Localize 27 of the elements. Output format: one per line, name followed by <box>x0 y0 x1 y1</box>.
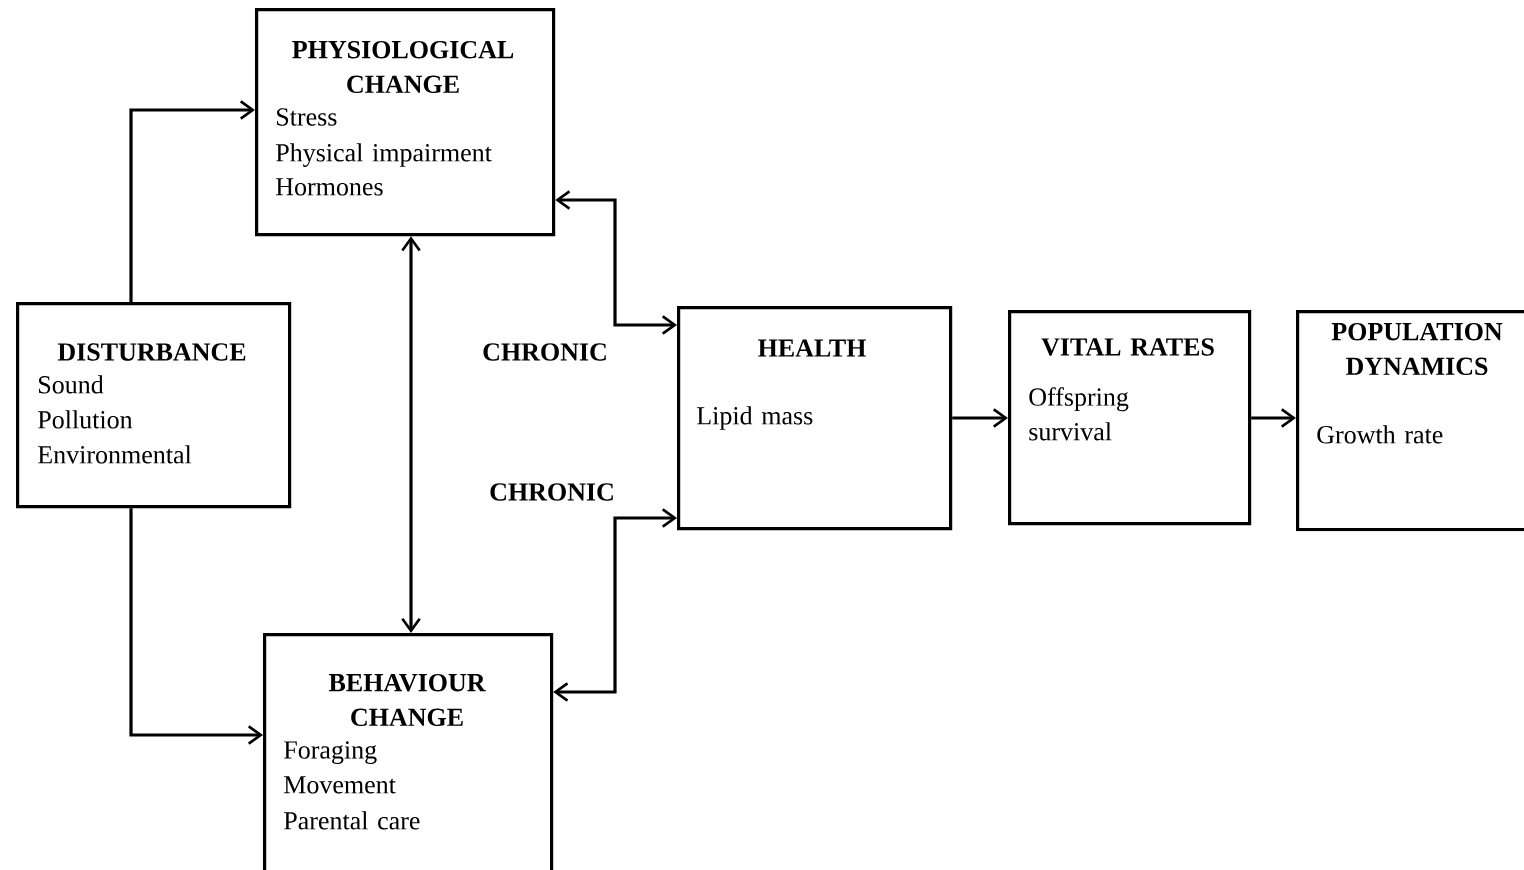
heading: PHYSIOLOGICAL CHANGE <box>292 40 514 94</box>
arrow <box>553 508 677 702</box>
heading: BEHAVIOUR CHANGE <box>328 673 486 727</box>
edge-label: CHRONIC <box>480 341 610 363</box>
body-text: Environmental <box>38 445 192 464</box>
heading: DISTURBANCE <box>57 343 246 361</box>
arrow <box>555 190 677 335</box>
heading: VITAL RATES <box>1041 338 1214 356</box>
heading: HEALTH <box>758 339 866 357</box>
arrow <box>1251 408 1296 428</box>
arrow <box>952 408 1008 428</box>
body-text: Parental care <box>284 811 420 830</box>
arrow <box>129 100 255 302</box>
body-text: Growth rate <box>1317 425 1443 444</box>
body-text: Offspring survival <box>1029 387 1129 441</box>
body-text: Movement <box>284 776 396 794</box>
arrow <box>401 236 421 633</box>
body-text: Physical impairment <box>276 143 492 167</box>
edge-label: CHRONIC <box>487 481 617 503</box>
body-text: Pollution <box>38 410 133 429</box>
body-text: Stress <box>277 108 337 126</box>
arrow <box>129 508 263 745</box>
body-text: Hormones <box>276 178 383 196</box>
heading: POPULATION DYNAMICS <box>1331 322 1503 376</box>
body-text: Foraging <box>284 741 377 765</box>
body-text: Sound <box>39 375 104 394</box>
body-text: Lipid mass <box>697 406 813 430</box>
